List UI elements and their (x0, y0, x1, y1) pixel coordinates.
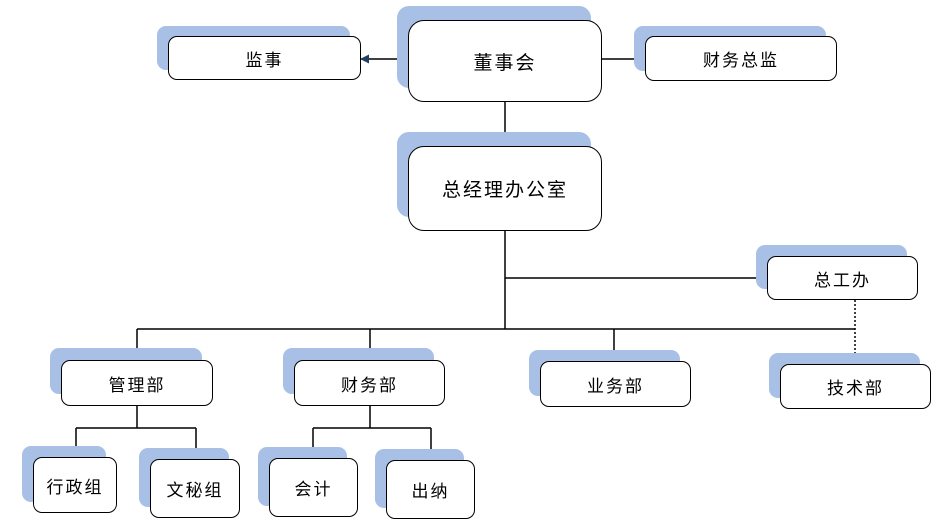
node-board-label: 董事会 (408, 20, 602, 102)
node-cfo: 财务总监 (634, 26, 837, 81)
node-admin-group: 行政组 (22, 446, 117, 513)
node-chief-engineer: 总工办 (756, 245, 918, 300)
node-management: 管理部 (50, 348, 213, 406)
node-accounting-label: 会计 (269, 458, 358, 517)
node-accounting: 会计 (258, 447, 358, 517)
node-management-label: 管理部 (61, 360, 213, 406)
node-supervisor-label: 监事 (168, 36, 361, 80)
node-tech: 技术部 (769, 353, 931, 409)
node-tech-label: 技术部 (780, 364, 931, 409)
node-gm-office: 总经理办公室 (397, 132, 602, 231)
node-supervisor: 监事 (157, 26, 361, 80)
node-business: 业务部 (529, 350, 691, 407)
node-gm-office-label: 总经理办公室 (408, 146, 602, 231)
node-business-label: 业务部 (540, 361, 691, 407)
node-chief-engineer-label: 总工办 (767, 256, 918, 300)
node-finance-label: 财务部 (294, 360, 445, 406)
node-board: 董事会 (397, 6, 602, 102)
node-secretary-group: 文秘组 (139, 448, 240, 518)
node-finance: 财务部 (283, 348, 445, 406)
node-admin-group-label: 行政组 (33, 457, 117, 513)
node-cfo-label: 财务总监 (645, 36, 837, 81)
node-secretary-group-label: 文秘组 (150, 459, 240, 518)
node-cashier-label: 出纳 (386, 460, 475, 519)
node-cashier: 出纳 (375, 449, 475, 519)
